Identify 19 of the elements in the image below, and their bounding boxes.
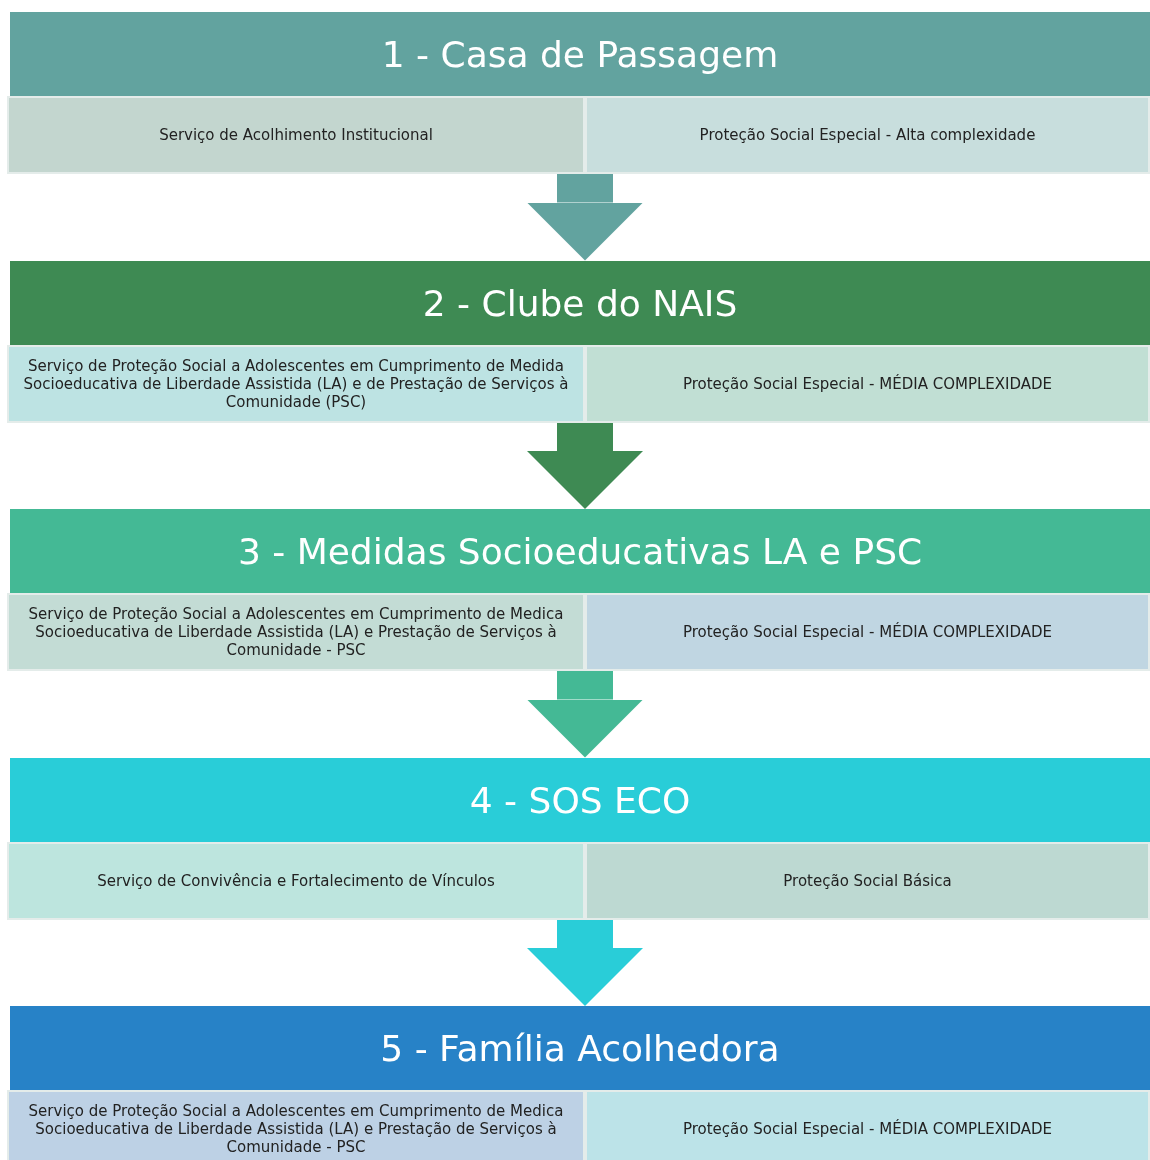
block-arrow: [527, 671, 643, 758]
service-box: Proteção Social Básica: [585, 841, 1150, 920]
stage-header-band: 4 - SOS ECO: [10, 757, 1150, 843]
service-box: Serviço de Acolhimento Institucional: [7, 96, 585, 174]
stage-header-band: 5 - Família Acolhedora: [10, 1006, 1150, 1091]
service-box: Serviço de Proteção Social a Adolescentes em Cumprimento de Medida Socioeducativa de Liberdade Assistida (LA) e de Prestação de Serviços à Comunidade (PSC): [7, 344, 585, 423]
service-box: Serviço de Convivência e Fortalecimento de Vínculos: [7, 841, 585, 920]
service-box: Serviço de Proteção Social a Adolescentes em Cumprimento de Medica Socioeducativa de Liberdade Assistida (LA) e Prestação de Serviços à Comunidade - PSC: [7, 1090, 585, 1160]
stage-header-band: 1 - Casa de Passagem: [10, 12, 1150, 97]
service-box: Proteção Social Especial - MÉDIA COMPLEXIDADE: [585, 593, 1150, 671]
service-box: Proteção Social Especial - MÉDIA COMPLEXIDADE: [585, 1090, 1150, 1160]
stage-header-band: 3 - Medidas Socioeducativas LA e PSC: [10, 509, 1150, 594]
service-box: Proteção Social Especial - MÉDIA COMPLEXIDADE: [585, 344, 1150, 423]
stage-header-band: 2 - Clube do NAIS: [10, 260, 1150, 346]
block-arrow: [527, 919, 643, 1006]
service-box: Serviço de Proteção Social a Adolescentes em Cumprimento de Medica Socioeducativa de Liberdade Assistida (LA) e Prestação de Serviços à Comunidade - PSC: [7, 593, 585, 671]
block-arrow: [527, 422, 643, 509]
service-box: Proteção Social Especial - Alta complexidade: [585, 96, 1150, 174]
block-arrow: [527, 174, 643, 261]
